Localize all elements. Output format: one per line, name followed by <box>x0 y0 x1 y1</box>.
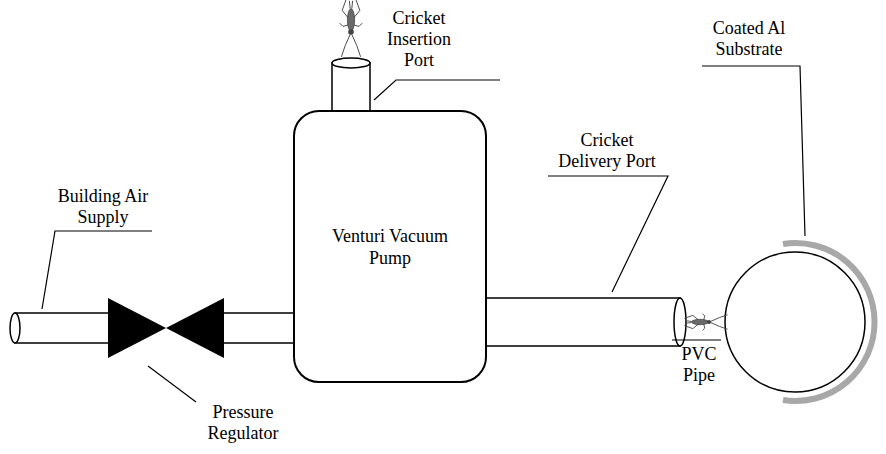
part-label: Coated Al Substrate <box>703 18 795 60</box>
leader-line <box>148 366 196 402</box>
part-label: PVC Pipe <box>676 344 722 386</box>
air-pipe-end <box>10 313 20 343</box>
leader-line <box>548 176 668 292</box>
air-pipe <box>15 313 115 343</box>
insertion-tube-end <box>332 58 370 68</box>
valve-triangle <box>108 298 166 358</box>
pvc-pipe-circle <box>725 252 865 392</box>
part-label: Building Air Supply <box>55 186 151 228</box>
insertion-tube <box>332 63 370 115</box>
delivery-pipe-end <box>674 298 686 346</box>
pump-label: Venturi Vacuum Pump <box>325 225 455 269</box>
valve-symbol <box>108 298 224 358</box>
valve-triangle <box>166 298 224 358</box>
pump-box: Venturi Vacuum Pump <box>293 110 487 383</box>
cricket-icon <box>340 0 362 57</box>
leader-line <box>374 80 500 100</box>
leader-lines <box>42 66 805 402</box>
leader-line <box>672 339 721 340</box>
delivery-pipe <box>482 298 680 346</box>
pump-inlet-pipe <box>218 313 298 343</box>
part-label: Cricket Insertion Port <box>378 8 460 71</box>
cricket-icon <box>684 314 727 331</box>
leader-line <box>42 231 152 309</box>
part-label: Cricket Delivery Port <box>548 130 666 172</box>
substrate-arc <box>783 243 875 401</box>
part-label: Pressure Regulator <box>200 402 286 444</box>
leader-line <box>702 66 805 236</box>
